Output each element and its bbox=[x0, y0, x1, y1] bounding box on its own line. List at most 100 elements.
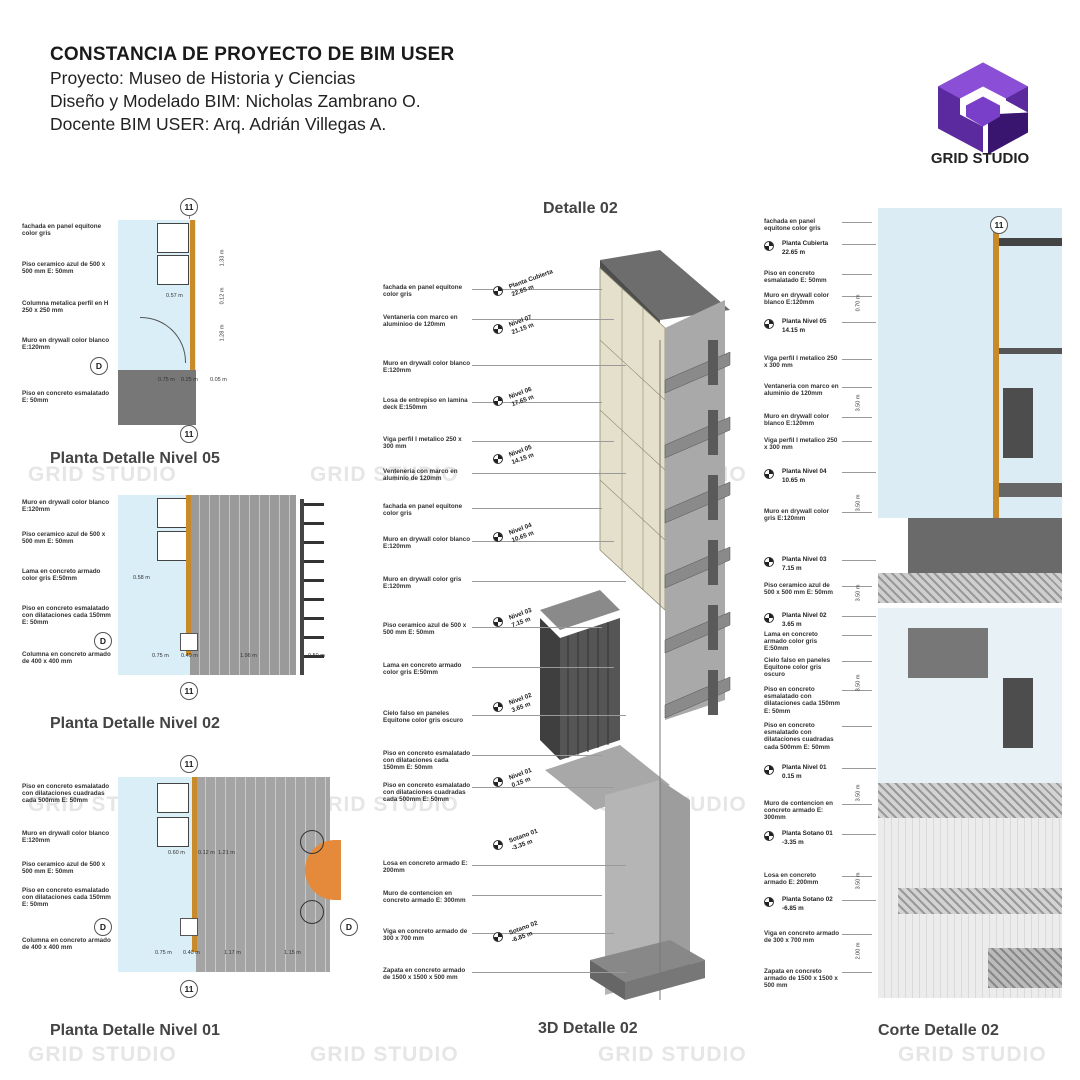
grid-bubble-d-right: D bbox=[340, 918, 358, 936]
section-level-elevation: 14.15 m bbox=[782, 327, 806, 334]
leader-line bbox=[472, 865, 626, 866]
leader-line bbox=[472, 895, 602, 896]
section-level-name: Planta Sotano 02 bbox=[782, 896, 833, 903]
logo-text: GRID STUDIO bbox=[930, 150, 1030, 167]
section-label: Lama en concreto armado color gris E:50m… bbox=[764, 631, 818, 653]
leader-line bbox=[472, 627, 602, 628]
leader-line bbox=[842, 726, 872, 727]
leader-line bbox=[842, 222, 872, 223]
section-label: Viga perfil I metalico 250 x 300 mm bbox=[764, 437, 838, 452]
plan02-label: Muro en drywall color blanco E:120mm bbox=[22, 499, 110, 514]
level-marker-icon bbox=[764, 897, 774, 907]
leader-line bbox=[842, 441, 872, 442]
leader-line bbox=[842, 900, 876, 901]
leader-line bbox=[472, 473, 626, 474]
leader-line bbox=[472, 508, 602, 509]
grid-bubble-d: D bbox=[94, 632, 112, 650]
plan-detail-nivel-01: 11 11 D D 0.60 m 0.12 m 1.21 m 0.75 m 0.… bbox=[0, 755, 358, 1005]
plan05-label: Piso en concreto esmalatado E: 50mm bbox=[22, 390, 110, 405]
section-label: fachada en panel equitone color gris bbox=[764, 218, 821, 233]
leader-line bbox=[842, 417, 872, 418]
leader-line bbox=[472, 581, 626, 582]
plan05-label: Columna metalica perfil en H 250 x 250 m… bbox=[22, 300, 109, 315]
leader-line bbox=[472, 933, 614, 934]
leader-line bbox=[842, 472, 876, 473]
section-label: Ventaneria con marco en aluminio de 120m… bbox=[764, 383, 839, 398]
leader-line bbox=[842, 387, 872, 388]
designer-line: Diseño y Modelado BIM: Nicholas Zambrano… bbox=[50, 91, 421, 111]
level-marker-icon bbox=[493, 396, 503, 406]
grid-bubble-11-bottom: 11 bbox=[180, 980, 198, 998]
level-marker-icon bbox=[493, 617, 503, 627]
section-level-elevation: -3.35 m bbox=[782, 839, 804, 846]
section-label: Muro en drywall color blanco E:120mm bbox=[764, 413, 830, 428]
leader-line bbox=[842, 934, 872, 935]
caption-detail-top: Detalle 02 bbox=[543, 200, 618, 217]
leader-line bbox=[472, 667, 614, 668]
level-marker-icon bbox=[493, 454, 503, 464]
caption-plan05: Planta Detalle Nivel 05 bbox=[50, 450, 220, 467]
section-dimension: 0.70 m bbox=[855, 294, 862, 312]
watermark-text: GRID STUDIO bbox=[310, 1043, 459, 1066]
level-marker-icon bbox=[493, 324, 503, 334]
level-marker-icon bbox=[764, 241, 774, 251]
section-dimension: 3.50 m bbox=[855, 784, 862, 802]
detail3d-label: Muro de contencion en concreto armado E:… bbox=[383, 890, 466, 905]
leader-line bbox=[842, 616, 876, 617]
leader-line bbox=[842, 972, 872, 973]
section-label: Piso en concreto esmalatado con dilataci… bbox=[764, 722, 834, 751]
section-level-elevation: -6.85 m bbox=[782, 905, 804, 912]
leader-line bbox=[842, 512, 872, 513]
section-dimension: 3.50 m bbox=[855, 872, 862, 890]
level-marker-icon bbox=[493, 932, 503, 942]
detail3d-label: Muro en drywall color blanco E:120mm bbox=[383, 536, 471, 551]
leader-line bbox=[842, 834, 876, 835]
section-level-name: Planta Nivel 01 bbox=[782, 764, 827, 771]
detail3d-label: Piso en concreto esmalatado con dilataci… bbox=[383, 750, 471, 772]
leader-line bbox=[842, 635, 872, 636]
detail3d-label: Piso ceramico azul de 500 x 500 mm E: 50… bbox=[383, 622, 467, 637]
plan01-label: Piso en concreto esmalatado con dilataci… bbox=[22, 887, 111, 909]
plan02-label: Lama en concreto armado color gris E:50m… bbox=[22, 568, 101, 583]
plan01-label: Muro en drywall color blanco E:120mm bbox=[22, 830, 110, 845]
detail3d-label: Venteneria con marco en aluminio de 120m… bbox=[383, 468, 458, 483]
section-level-elevation: 7.15 m bbox=[782, 565, 802, 572]
section-dimension: 2.00 m bbox=[855, 942, 862, 960]
section-label: Viga en concreto armado de 300 x 700 mm bbox=[764, 930, 840, 945]
section-level-elevation: 0.15 m bbox=[782, 773, 802, 780]
section-dimension: 3.50 m bbox=[855, 674, 862, 692]
leader-line bbox=[842, 322, 876, 323]
section-level-elevation: 22.65 m bbox=[782, 249, 806, 256]
leader-line bbox=[472, 441, 614, 442]
watermark-text: GRID STUDIO bbox=[598, 1043, 747, 1066]
section-level-name: Planta Nivel 05 bbox=[782, 318, 827, 325]
section-label: Muro en drywall color blanco E:120mm bbox=[764, 292, 830, 307]
leader-line bbox=[842, 560, 876, 561]
leader-line bbox=[472, 402, 602, 403]
section-level-elevation: 3.65 m bbox=[782, 621, 802, 628]
grid-bubble-11-bottom: 11 bbox=[180, 425, 198, 443]
project-line: Proyecto: Museo de Historia y Ciencias bbox=[50, 68, 356, 88]
section-level-name: Planta Sotano 01 bbox=[782, 830, 833, 837]
leader-line bbox=[842, 244, 876, 245]
leader-line bbox=[472, 365, 626, 366]
section-level-name: Planta Nivel 03 bbox=[782, 556, 827, 563]
watermark-text: GRID STUDIO bbox=[310, 793, 459, 816]
detail3d-label: Cielo falso en paneles Equitone color gr… bbox=[383, 710, 464, 725]
level-marker-icon bbox=[764, 613, 774, 623]
teacher-line: Docente BIM USER: Arq. Adrián Villegas A… bbox=[50, 114, 387, 134]
section-label: Viga perfil I metalico 250 x 300 mm bbox=[764, 355, 838, 370]
leader-line bbox=[842, 690, 872, 691]
plan05-label: fachada en panel equitone color gris bbox=[22, 223, 102, 238]
plan02-label: Piso ceramico azul de 500 x 500 mm E: 50… bbox=[22, 531, 106, 546]
plan01-label: Columna en concreto armado de 400 x 400 … bbox=[22, 937, 111, 952]
section-level-elevation: 10.65 m bbox=[782, 477, 806, 484]
watermark-text: GRID STUDIO bbox=[28, 1043, 177, 1066]
grid-bubble-11-top: 11 bbox=[180, 755, 198, 773]
leader-line bbox=[472, 289, 602, 290]
detail3d-label: fachada en panel equitone color gris bbox=[383, 503, 463, 518]
detail3d-label: Losa en concreto armado E: 200mm bbox=[383, 860, 468, 875]
detail3d-label: Ventaneria con marco en aluminioo de 120… bbox=[383, 314, 458, 329]
leader-line bbox=[472, 787, 614, 788]
level-marker-icon bbox=[764, 765, 774, 775]
